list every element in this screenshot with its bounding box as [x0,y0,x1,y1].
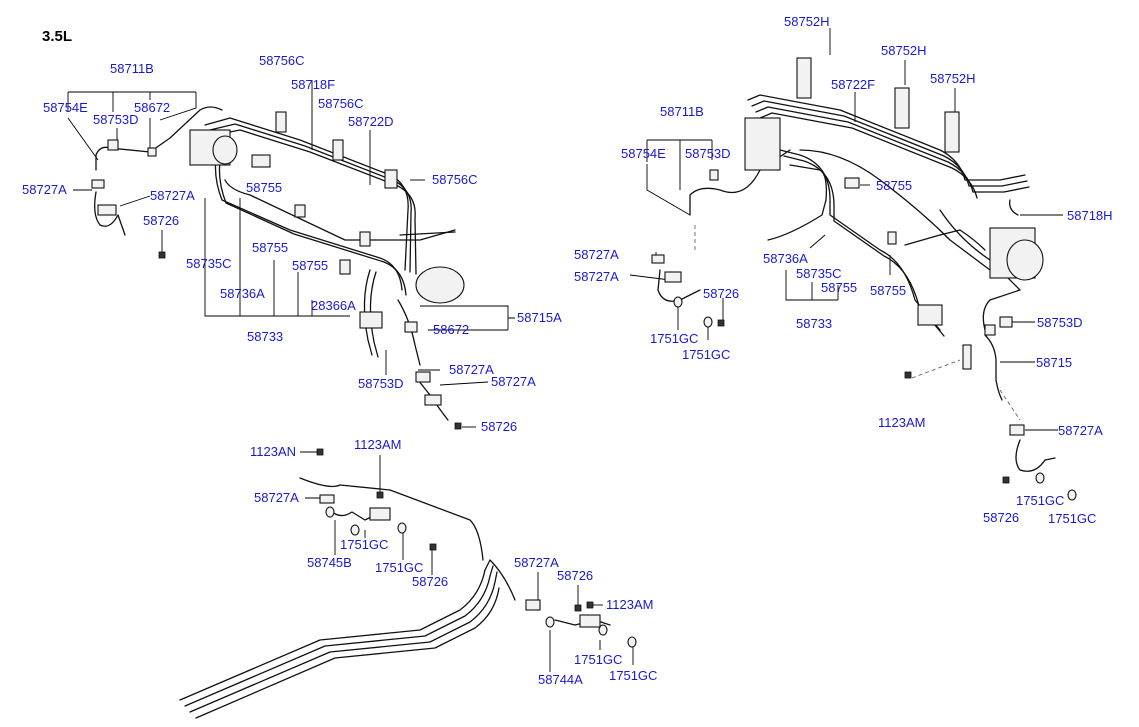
part-label-58722D[interactable]: 58722D [348,114,394,129]
part-label-58727A[interactable]: 58727A [22,182,67,197]
part-label-1123AM[interactable]: 1123AM [354,437,401,452]
part-label-58752H[interactable]: 58752H [881,43,927,58]
part-label-58726[interactable]: 58726 [481,419,517,434]
part-label-58735C[interactable]: 58735C [186,256,232,271]
part-label-58718H[interactable]: 58718H [1067,208,1113,223]
part-label-58745B[interactable]: 58745B [307,555,352,570]
part-label-1751GC[interactable]: 1751GC [375,560,423,575]
part-label-58727A[interactable]: 58727A [449,362,494,377]
part-label-1751GC[interactable]: 1751GC [682,347,730,362]
part-label-58752H[interactable]: 58752H [784,14,830,29]
part-label-58754E[interactable]: 58754E [43,100,88,115]
part-label-58756C[interactable]: 58756C [432,172,478,187]
part-label-58755[interactable]: 58755 [870,283,906,298]
part-label-58727A[interactable]: 58727A [514,555,559,570]
part-label-58736A[interactable]: 58736A [220,286,265,301]
part-label-58755[interactable]: 58755 [252,240,288,255]
part-label-1123AM[interactable]: 1123AM [878,415,925,430]
part-label-58727A[interactable]: 58727A [574,269,619,284]
part-label-58727A[interactable]: 58727A [150,188,195,203]
front-left-assembly [67,80,515,430]
part-label-58736A[interactable]: 58736A [763,251,808,266]
engine-title: 3.5L [42,28,72,45]
part-label-28366A[interactable]: 28366A [311,298,356,313]
part-label-58726[interactable]: 58726 [983,510,1019,525]
part-label-1123AM[interactable]: 1123AM [606,597,653,612]
part-label-58744A[interactable]: 58744A [538,672,583,687]
part-label-58715[interactable]: 58715 [1036,355,1072,370]
part-label-58755[interactable]: 58755 [821,280,857,295]
part-number-labels: 58711B 58754E 58672 58753D 58727A 58727A… [22,14,1113,687]
part-label-58756C[interactable]: 58756C [259,53,305,68]
part-label-1751GC[interactable]: 1751GC [1048,511,1096,526]
part-label-1751GC[interactable]: 1751GC [650,331,698,346]
part-label-58672[interactable]: 58672 [433,322,469,337]
part-label-58755[interactable]: 58755 [292,258,328,273]
part-label-58726[interactable]: 58726 [412,574,448,589]
part-label-1751GC[interactable]: 1751GC [574,652,622,667]
part-label-58753D[interactable]: 58753D [93,112,139,127]
rear-assembly [179,448,637,719]
part-label-58727A[interactable]: 58727A [491,374,536,389]
part-label-58755[interactable]: 58755 [246,180,282,195]
part-label-58711B[interactable]: 58711B [660,104,704,119]
part-label-1751GC[interactable]: 1751GC [609,668,657,683]
part-label-58752H[interactable]: 58752H [930,71,976,86]
part-label-1123AN[interactable]: 1123AN [250,444,296,459]
part-label-58726[interactable]: 58726 [143,213,179,228]
part-label-58727A[interactable]: 58727A [1058,423,1103,438]
part-label-58735C[interactable]: 58735C [796,266,842,281]
part-label-58753D[interactable]: 58753D [358,376,404,391]
front-right-assembly [629,28,1077,501]
part-label-58726[interactable]: 58726 [703,286,739,301]
part-label-58715A[interactable]: 58715A [517,310,562,325]
part-label-58756C[interactable]: 58756C [318,96,364,111]
part-label-58727A[interactable]: 58727A [254,490,299,505]
part-label-58753D[interactable]: 58753D [685,146,731,161]
part-label-1751GC[interactable]: 1751GC [340,537,388,552]
part-label-58733[interactable]: 58733 [247,329,283,344]
part-label-58755[interactable]: 58755 [876,178,912,193]
part-label-58722F[interactable]: 58722F [831,77,875,92]
part-label-58727A[interactable]: 58727A [574,247,619,262]
part-label-58754E[interactable]: 58754E [621,146,666,161]
part-label-58753D[interactable]: 58753D [1037,315,1083,330]
part-label-58672[interactable]: 58672 [134,100,170,115]
part-label-58711B[interactable]: 58711B [110,61,154,76]
part-label-58733[interactable]: 58733 [796,316,832,331]
part-label-58726[interactable]: 58726 [557,568,593,583]
part-label-1751GC[interactable]: 1751GC [1016,493,1064,508]
part-label-58718F[interactable]: 58718F [291,77,335,92]
